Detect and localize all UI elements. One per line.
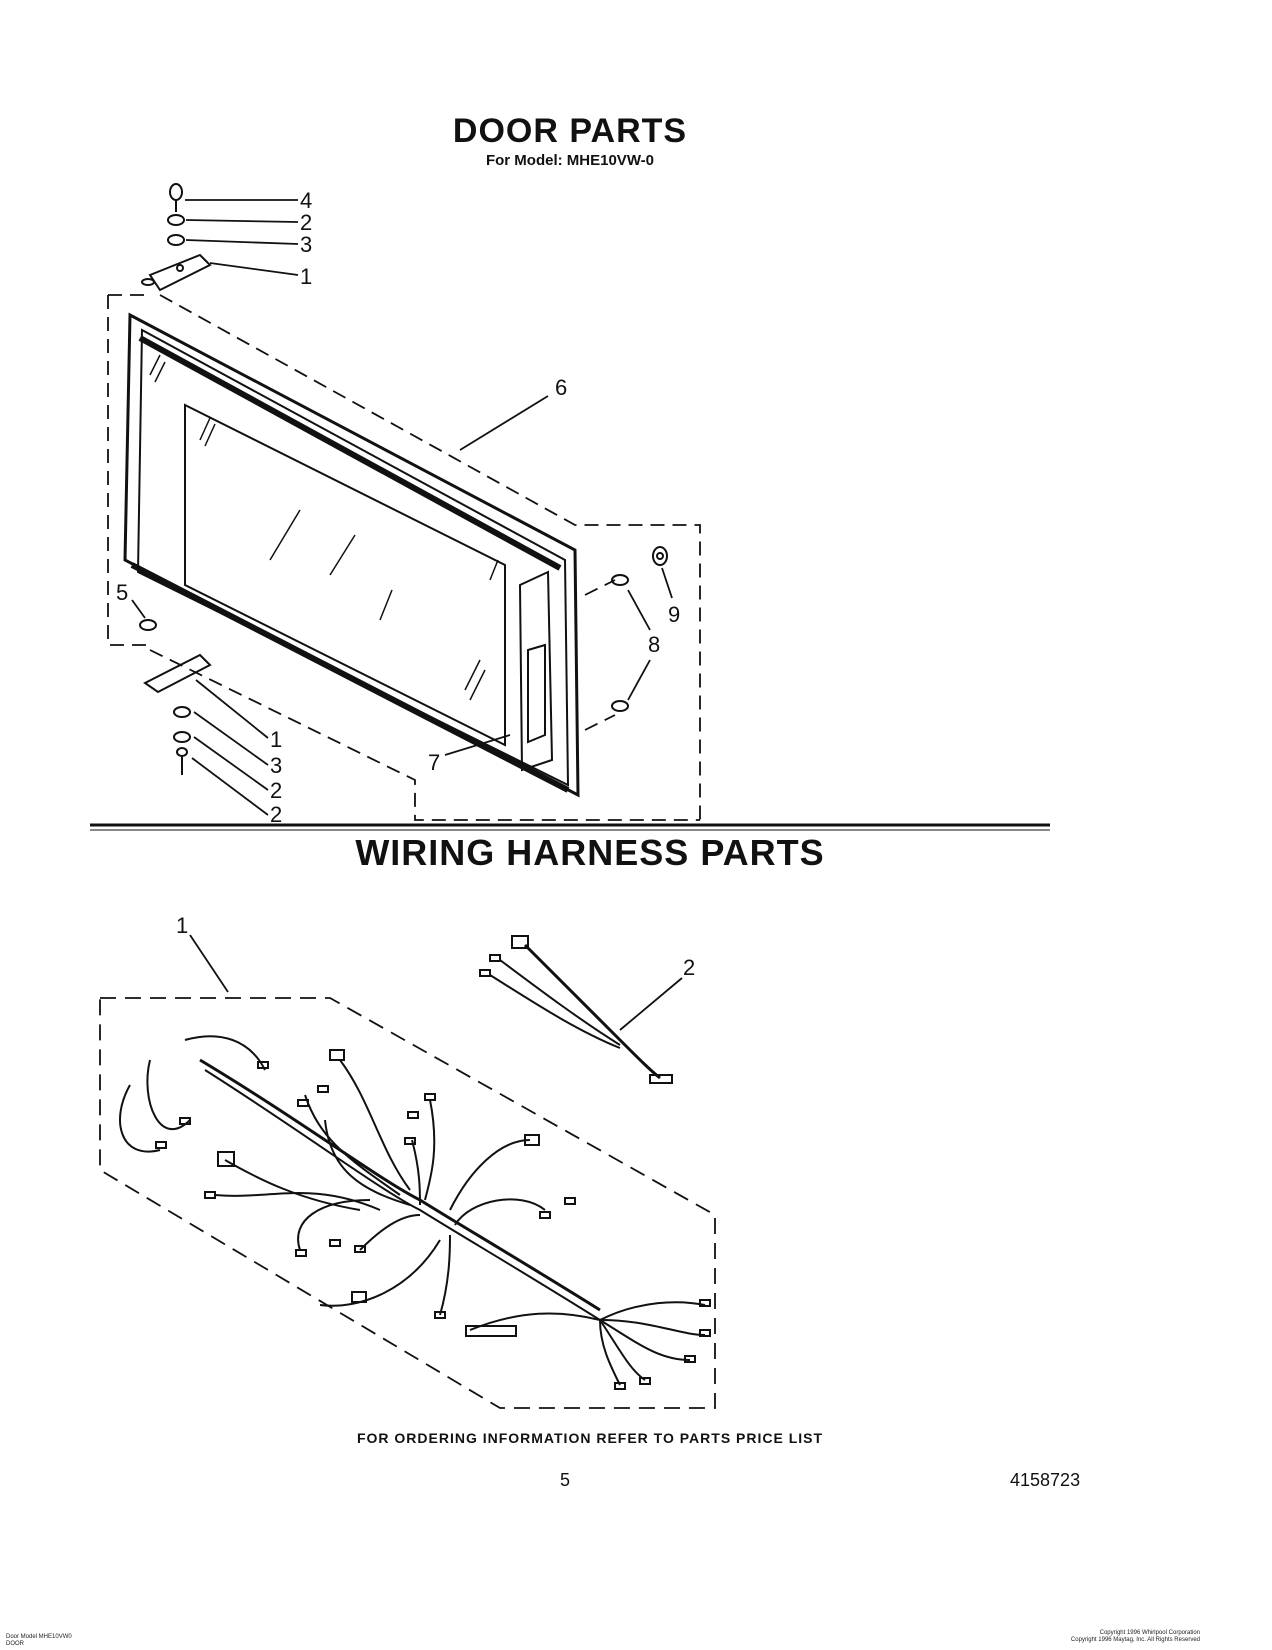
callout-seal: 7 [428,750,440,775]
door-parts-title: DOOR PARTS [452,112,688,150]
callout-bottom-washer-b: 2 [270,778,282,803]
callout-bottom-washer-c: 2 [270,802,282,827]
callout-top-washer-a: 2 [300,210,312,235]
callout-top-screw: 4 [300,188,312,213]
footer-left-note: Door Model MHE10VW0 DOOR [6,1634,72,1648]
model-line: For Model: MHE10VW-0 [485,152,655,169]
callout-numbers: 4 2 3 1 6 9 8 5 1 3 2 2 7 1 2 [116,188,695,980]
document-number: 4158723 [1010,1470,1081,1490]
ordering-info: FOR ORDERING INFORMATION REFER TO PARTS … [356,1430,824,1446]
callout-screws: 8 [648,632,660,657]
wiring-harness-diagram [99,934,716,1409]
footer-left-line-1: Door Model MHE10VW0 [6,1634,72,1640]
footer-copyright-line-1: Copyright 1996 Whirlpool Corporation [1099,1630,1200,1636]
door-assembly [107,183,701,821]
footer-copyright-line-2: Copyright 1996 Maytag, Inc. All Rights R… [1070,1637,1200,1643]
callout-bottom-hinge: 1 [270,727,282,752]
callout-harness-main: 1 [176,913,188,938]
page-number: 5 [560,1470,571,1490]
callout-latch: 9 [668,602,680,627]
footer-copyright: Copyright 1996 Whirlpool Corporation Cop… [960,1630,1200,1644]
footer-left-line-2: DOOR [6,1641,24,1647]
wiring-harness-title: WIRING HARNESS PARTS [355,832,825,873]
callout-top-hinge: 1 [300,264,312,289]
callout-bottom-washer-a: 3 [270,753,282,778]
callout-bushing: 5 [116,580,128,605]
callout-top-washer-b: 3 [300,232,312,257]
callout-harness-small: 2 [683,955,695,980]
callout-door: 6 [555,375,567,400]
